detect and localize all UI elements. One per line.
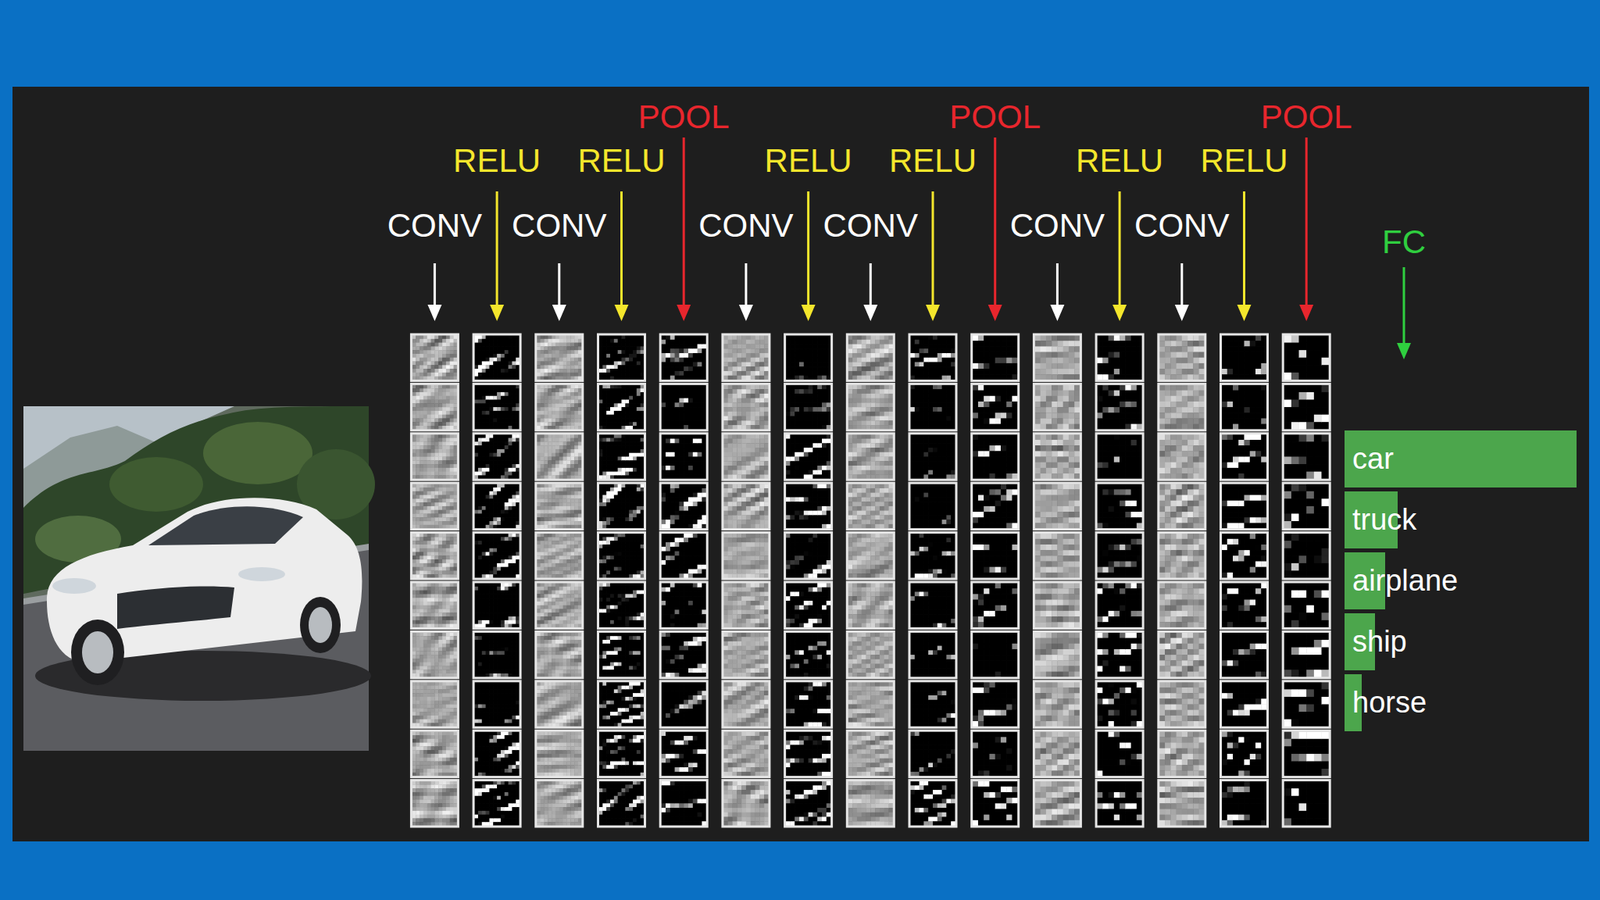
stage: CONVRELUCONVRELUPOOLCONVRELUCONVRELUPOOL…	[0, 0, 1600, 900]
